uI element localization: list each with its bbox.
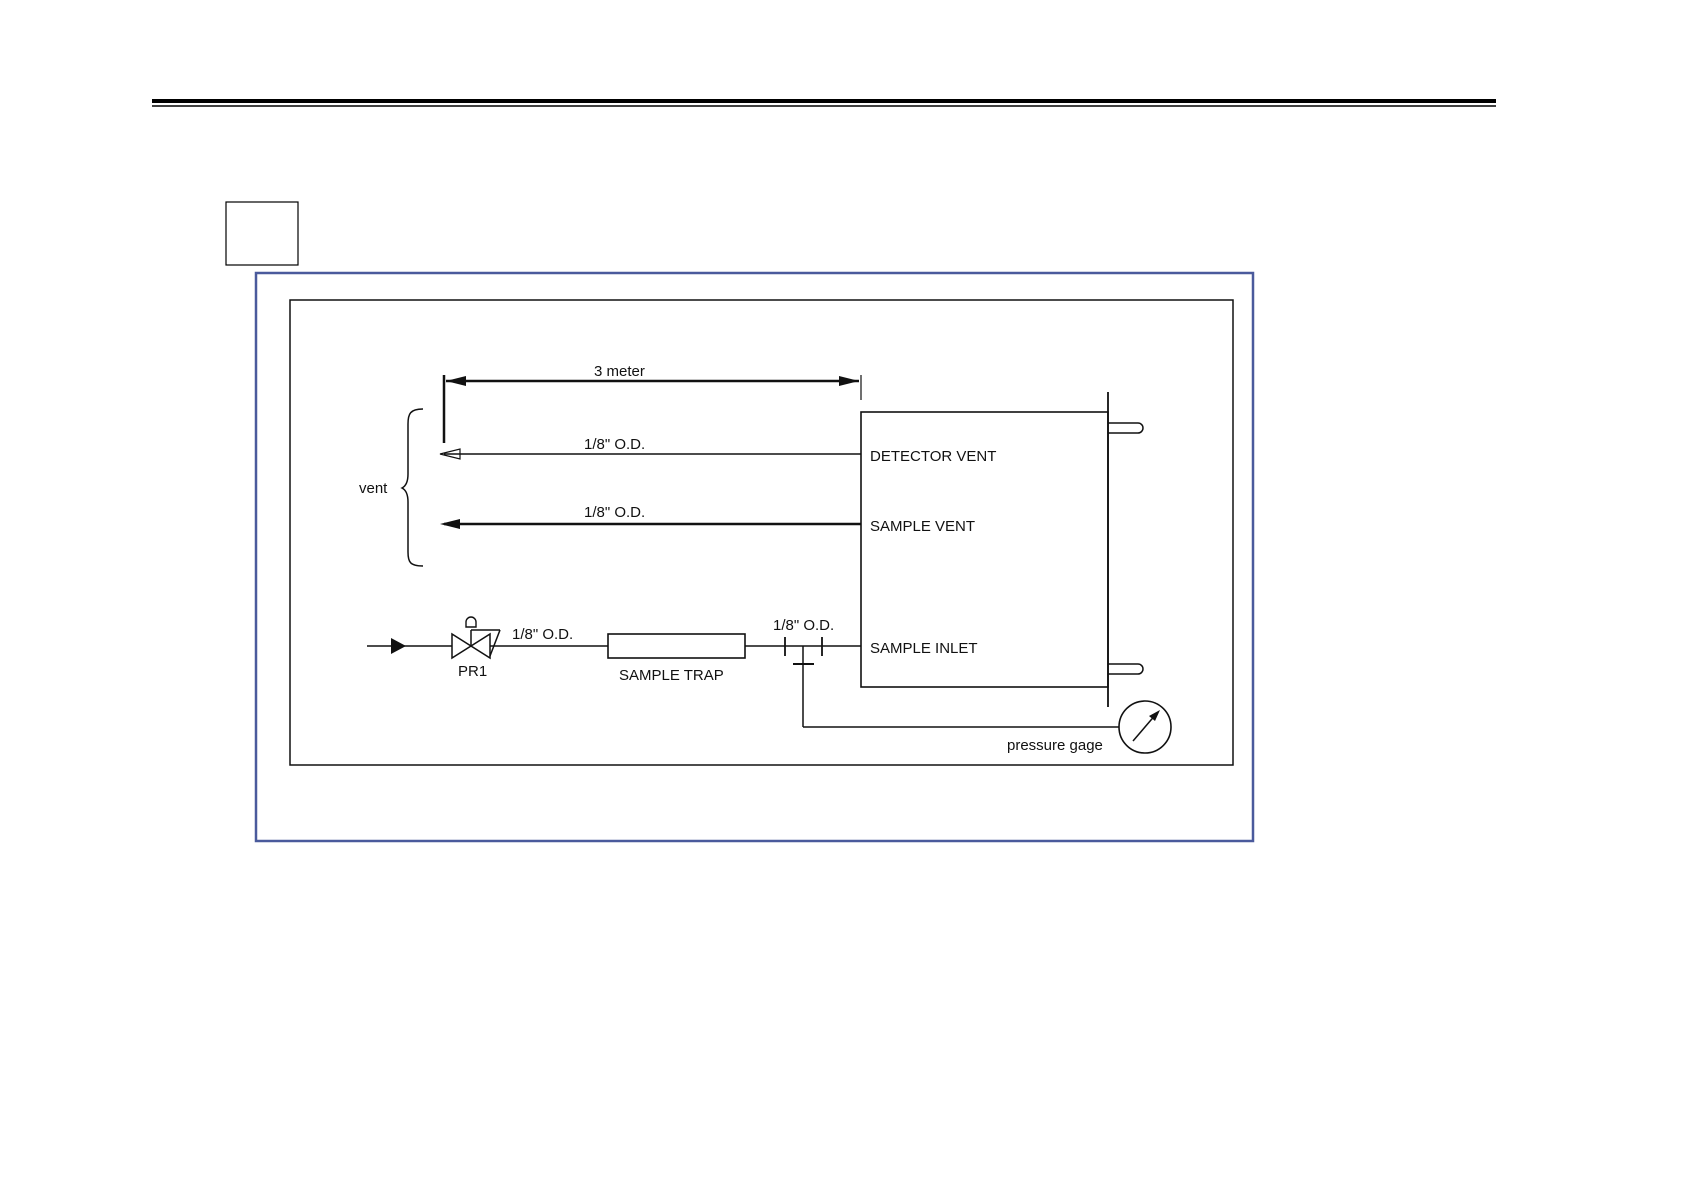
sample-vent-port-label: SAMPLE VENT	[870, 518, 975, 535]
regulator-out-tube-label: 1/8" O.D.	[512, 626, 573, 643]
vent-brace	[402, 409, 423, 566]
detector-vent-port-label: DETECTOR VENT	[870, 448, 996, 465]
instrument-foot-top	[1108, 423, 1143, 433]
pressure-gauge-label: pressure gage	[1007, 737, 1103, 754]
inlet-tube-label: 1/8" O.D.	[773, 617, 834, 634]
sample-inlet-port-label: SAMPLE INLET	[870, 640, 978, 657]
inlet-flow-arrow	[391, 638, 406, 654]
regulator-label: PR1	[458, 663, 487, 680]
distance-dimension	[444, 375, 861, 443]
plumbing-diagram	[367, 375, 1171, 753]
figure-frame	[256, 273, 1253, 841]
sample-trap	[608, 634, 745, 658]
sample-vent-arrow	[440, 519, 460, 529]
pressure-regulator	[452, 617, 500, 658]
vent-label: vent	[359, 480, 388, 497]
distance-label: 3 meter	[594, 363, 645, 380]
dimension-arrow-right	[839, 376, 859, 386]
figure-number-box	[226, 202, 298, 265]
sample-trap-label: SAMPLE TRAP	[619, 667, 724, 684]
diagram-border	[290, 300, 1233, 765]
detector-vent-tube-label: 1/8" O.D.	[584, 436, 645, 453]
pressure-gauge	[1119, 701, 1171, 753]
dimension-arrow-left	[446, 376, 466, 386]
header-rule	[152, 101, 1496, 106]
instrument-foot-bottom	[1108, 664, 1143, 674]
sample-vent-tube-label: 1/8" O.D.	[584, 504, 645, 521]
